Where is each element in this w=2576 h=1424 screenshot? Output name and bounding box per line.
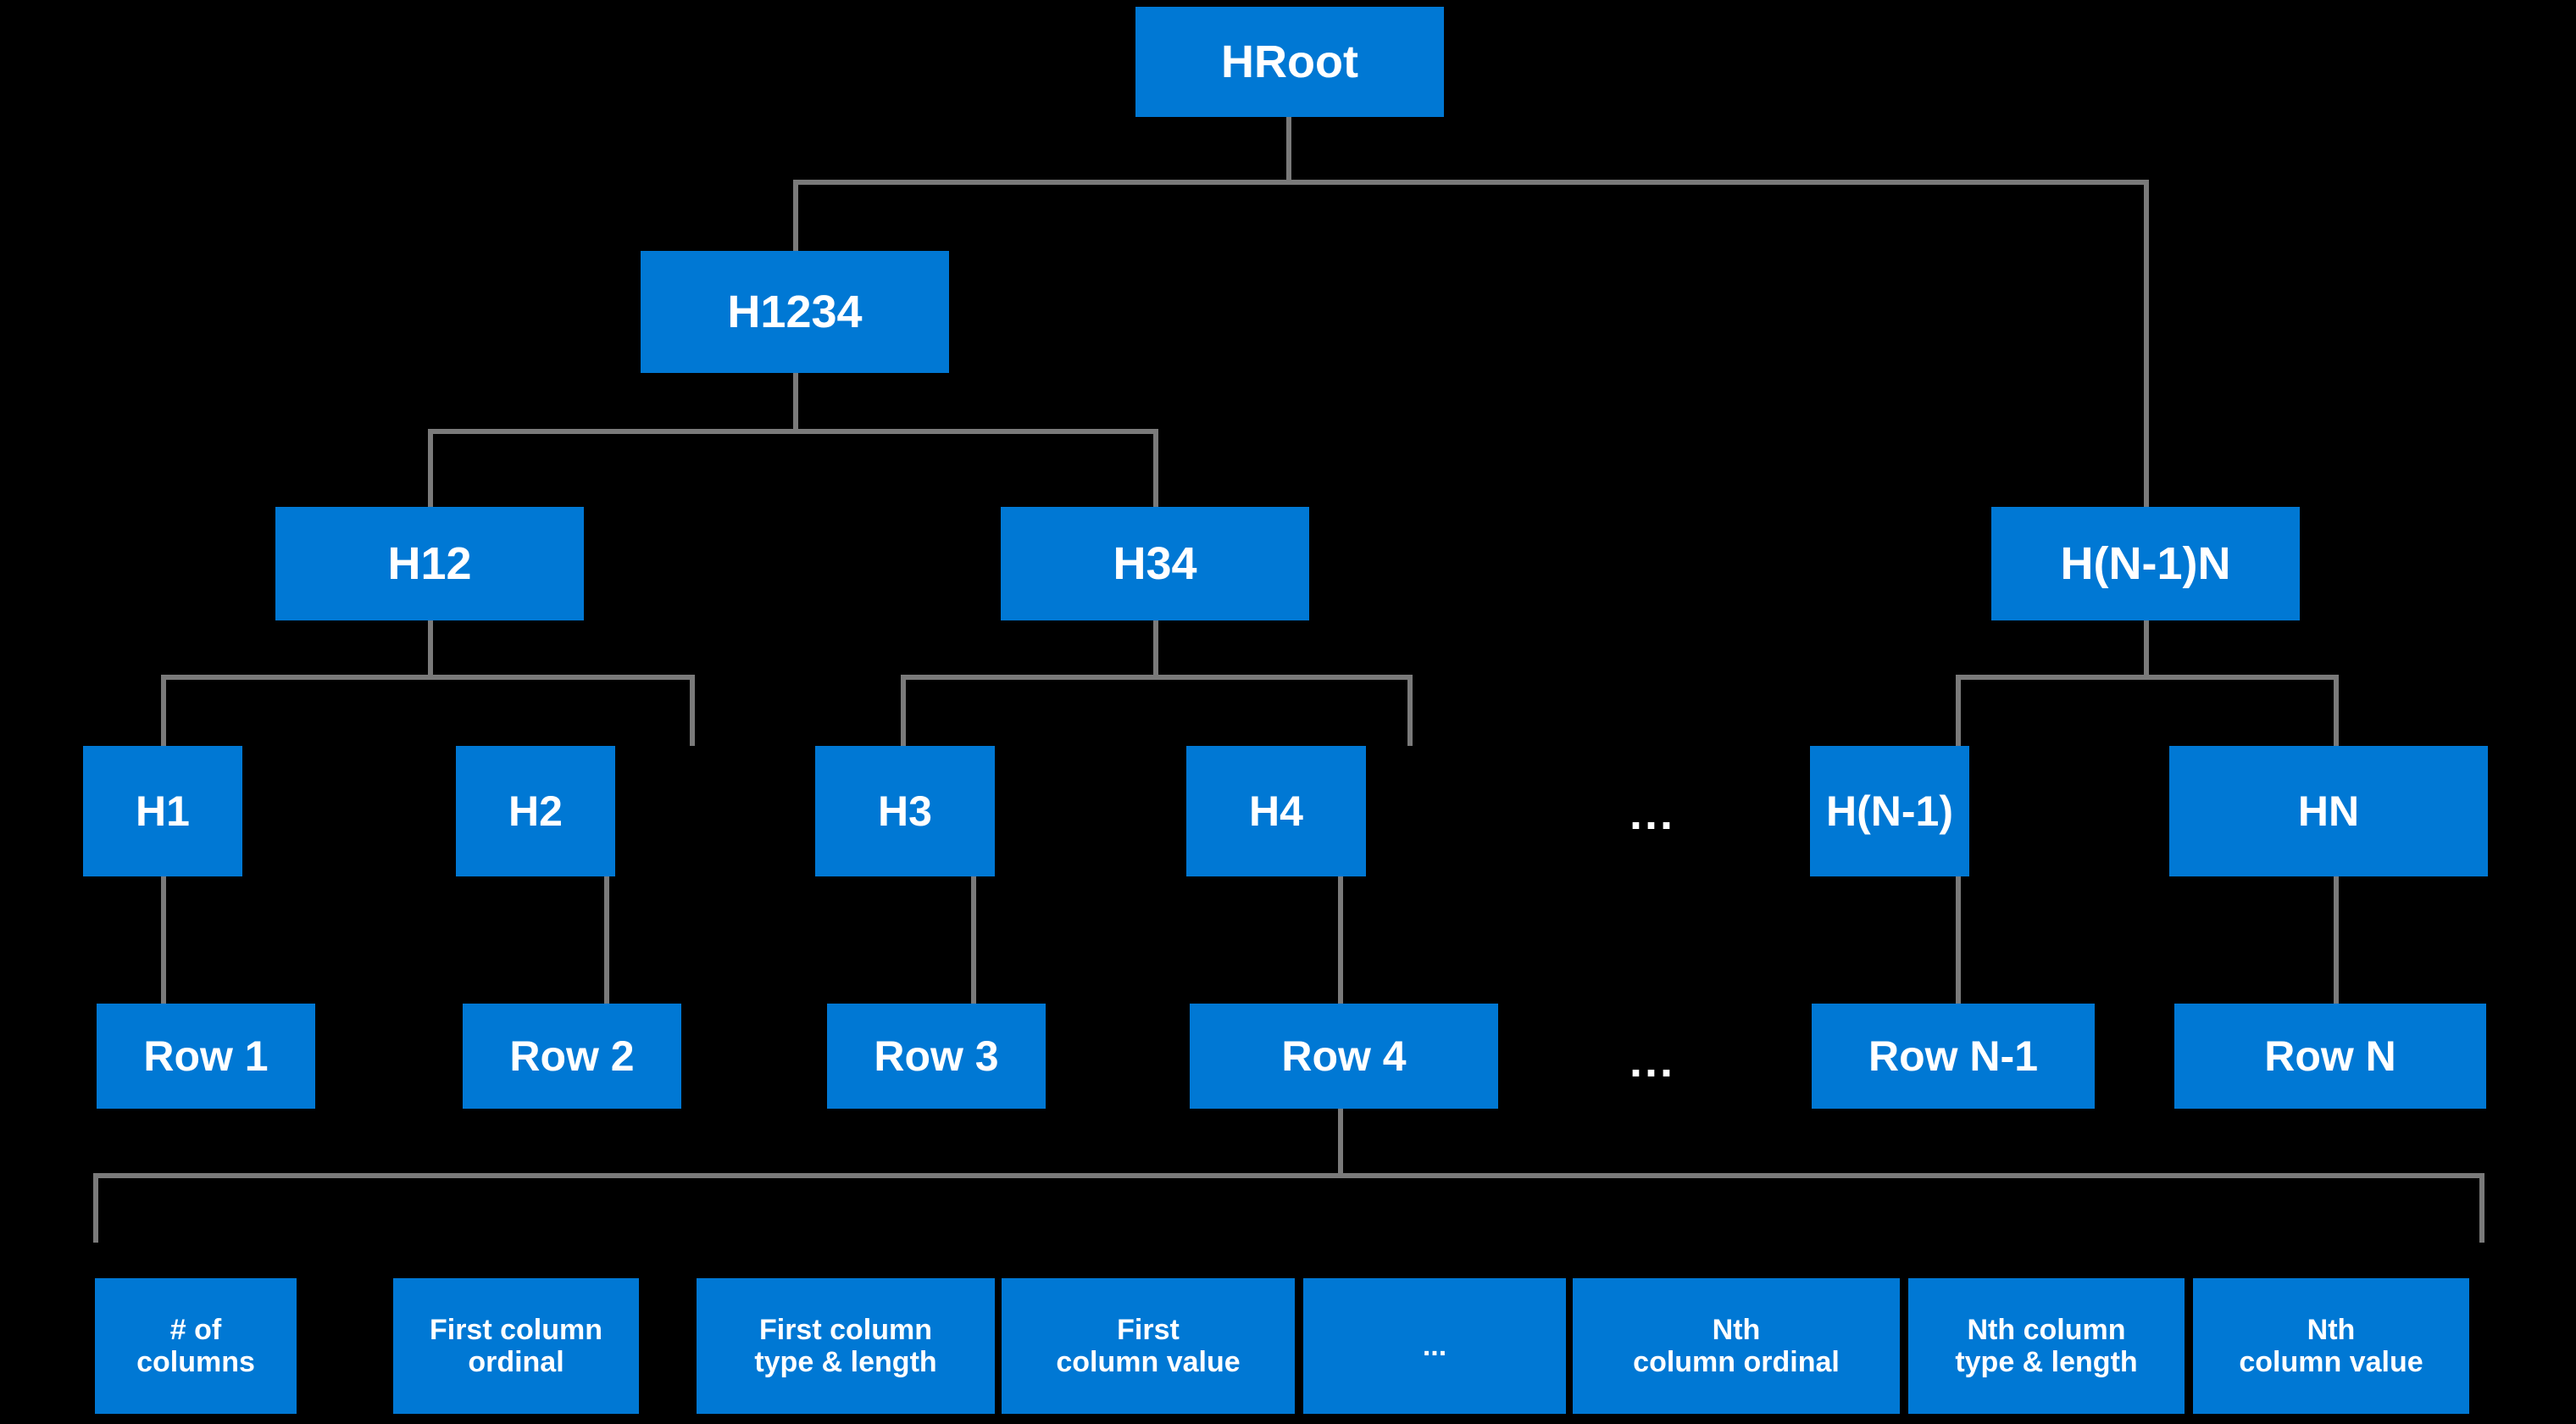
- connector-h1234-stem: [793, 373, 798, 432]
- connector-h12-stem: [428, 620, 433, 678]
- node-row-1[interactable]: Row 1: [97, 1004, 315, 1109]
- node-h4[interactable]: H4: [1186, 746, 1366, 876]
- connector-root-stem: [1286, 117, 1291, 185]
- connector-root-to-hn1n: [2144, 180, 2149, 507]
- node-row-n-minus-1[interactable]: Row N-1: [1812, 1004, 2095, 1109]
- connector-root-to-h1234: [793, 180, 798, 251]
- connector-h1234-to-h34: [1153, 429, 1158, 507]
- header-level-ellipsis: ...: [1629, 788, 1675, 839]
- node-h2[interactable]: H2: [456, 746, 615, 876]
- connector-hn1-to-rown1: [1956, 876, 1961, 1004]
- connector-h12-to-h2: [690, 675, 695, 746]
- column-cell-ellipsis[interactable]: ...: [1303, 1278, 1566, 1414]
- connector-h1234-to-h12: [428, 429, 433, 507]
- node-h1234[interactable]: H1234: [641, 251, 949, 373]
- node-h12[interactable]: H12: [275, 507, 584, 620]
- connector-hn1n-to-hn: [2334, 675, 2339, 746]
- node-hroot[interactable]: HRoot: [1135, 7, 1444, 117]
- node-hn[interactable]: HN: [2169, 746, 2488, 876]
- rows-level-ellipsis: ...: [1629, 1036, 1675, 1087]
- connector-h34-to-h4: [1407, 675, 1413, 746]
- connector-h2-to-row2: [604, 876, 609, 1004]
- column-cell-first-type-length[interactable]: First column type & length: [697, 1278, 995, 1414]
- column-cell-count[interactable]: # of columns: [95, 1278, 297, 1414]
- node-h3[interactable]: H3: [815, 746, 995, 876]
- connector-h34-stem: [1153, 620, 1158, 678]
- connector-columns-bracket: [93, 1173, 2484, 1178]
- node-h34[interactable]: H34: [1001, 507, 1309, 620]
- connector-h34-to-h3: [901, 675, 906, 746]
- node-row-3[interactable]: Row 3: [827, 1004, 1046, 1109]
- connector-h3-to-row3: [971, 876, 976, 1004]
- connector-root-bracket: [793, 180, 2149, 185]
- connector-hn1n-stem: [2144, 620, 2149, 678]
- connector-h1234-bracket: [428, 429, 1158, 434]
- connector-hn1n-to-hn1: [1956, 675, 1961, 746]
- connector-row4-stem: [1338, 1109, 1343, 1178]
- node-row-n[interactable]: Row N: [2174, 1004, 2486, 1109]
- connector-hn1n-bracket: [1956, 675, 2339, 680]
- connector-h1-to-row1: [161, 876, 166, 1004]
- node-hn1n[interactable]: H(N-1)N: [1991, 507, 2300, 620]
- column-cell-nth-ordinal[interactable]: Nth column ordinal: [1573, 1278, 1900, 1414]
- connector-h34-bracket: [901, 675, 1413, 680]
- connector-columns-bracket-right-drop: [2479, 1173, 2484, 1243]
- connector-h12-to-h1: [161, 675, 166, 746]
- column-cell-nth-value[interactable]: Nth column value: [2193, 1278, 2469, 1414]
- column-cell-nth-type-length[interactable]: Nth column type & length: [1908, 1278, 2185, 1414]
- column-cell-first-ordinal[interactable]: First column ordinal: [393, 1278, 639, 1414]
- connector-h4-to-row4: [1338, 876, 1343, 1004]
- connector-columns-bracket-left-drop: [93, 1173, 98, 1243]
- node-row-2[interactable]: Row 2: [463, 1004, 681, 1109]
- node-h1[interactable]: H1: [83, 746, 242, 876]
- node-row-4[interactable]: Row 4: [1190, 1004, 1498, 1109]
- connector-hn-to-rown: [2334, 876, 2339, 1004]
- connector-h12-bracket: [161, 675, 695, 680]
- node-hn-minus-1[interactable]: H(N-1): [1810, 746, 1969, 876]
- column-cell-first-value[interactable]: First column value: [1002, 1278, 1295, 1414]
